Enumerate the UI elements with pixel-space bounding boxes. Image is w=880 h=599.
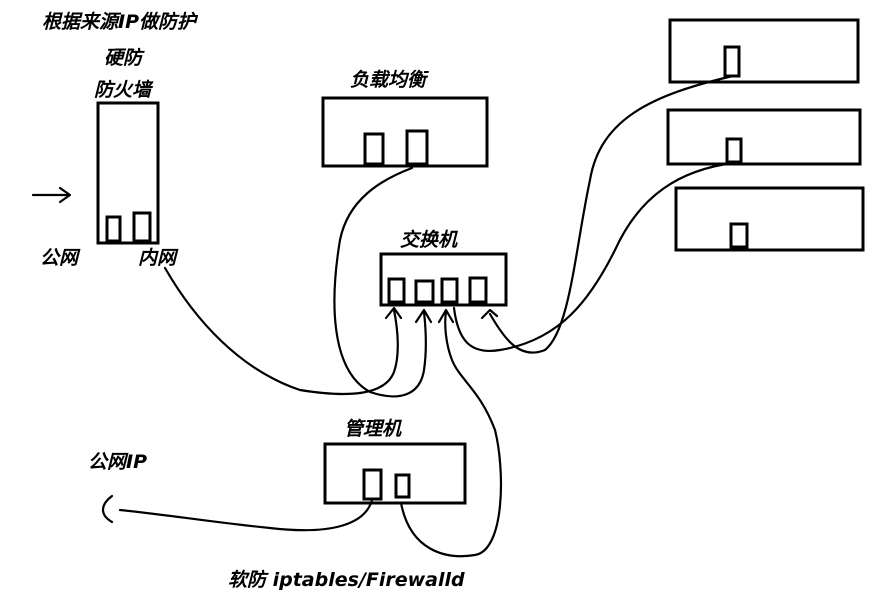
arrow-left-icon (101, 494, 114, 524)
public-net-label: 公网 (40, 247, 81, 269)
arrow-right-icon (31, 186, 72, 204)
server-3-box (674, 186, 865, 252)
switch (379, 252, 508, 307)
wire-switch-to-server-2 (452, 161, 735, 353)
wire-mgmt-to-public-ip (118, 498, 374, 532)
hw-firewall-public-port (105, 215, 122, 243)
load-balancer-box (321, 96, 489, 168)
switch-label: 交换机 (400, 229, 459, 251)
wire-firewall-to-switch (163, 266, 399, 396)
hw-firewall-internal-port (132, 211, 152, 243)
arrow-head-switch-port-1 (384, 306, 403, 320)
arrow-head-switch-port-4 (480, 308, 499, 320)
hw-firewall-box (96, 101, 160, 245)
server-2-box (666, 108, 862, 166)
server-1-box (668, 18, 860, 84)
hw-firewall-label-2: 防火墙 (94, 79, 154, 101)
hw-firewall (96, 101, 160, 245)
wire-mgmt-to-switch (399, 310, 503, 558)
switch-port-4 (468, 276, 488, 304)
soft-firewall-label: 软防 iptables/Firewalld (228, 569, 465, 591)
server-3-port (729, 222, 749, 249)
load-balancer-port-2 (405, 129, 429, 166)
wire-switch-to-server-1 (488, 74, 735, 354)
arrow-head-switch-port-2 (414, 308, 433, 324)
public-ip-label: 公网IP (88, 451, 147, 473)
load-balancer-port-1 (363, 132, 385, 166)
switch-port-2 (414, 279, 435, 304)
wire-lb-to-switch (333, 166, 427, 398)
internal-net-label: 内网 (138, 247, 179, 269)
mgmt-machine-label: 管理机 (344, 418, 403, 440)
server-1-port (723, 45, 741, 78)
top-title: 根据来源IP做防护 (42, 11, 199, 33)
switch-port-3 (440, 277, 459, 304)
server-3 (674, 186, 865, 252)
switch-port-1 (387, 277, 406, 304)
mgmt-port-1 (362, 468, 383, 501)
load-balancer-label: 负载均衡 (350, 69, 429, 91)
mgmt-port-2 (394, 473, 411, 499)
arrow-head-switch-port-3 (437, 308, 455, 324)
load-balancer (321, 96, 489, 168)
switch-box (379, 252, 508, 307)
server-1 (668, 18, 860, 84)
mgmt-machine (323, 442, 467, 505)
hw-firewall-label-1: 硬防 (104, 47, 145, 69)
server-2 (666, 108, 862, 166)
server-2-port (725, 137, 743, 164)
mgmt-machine-box (323, 442, 467, 505)
